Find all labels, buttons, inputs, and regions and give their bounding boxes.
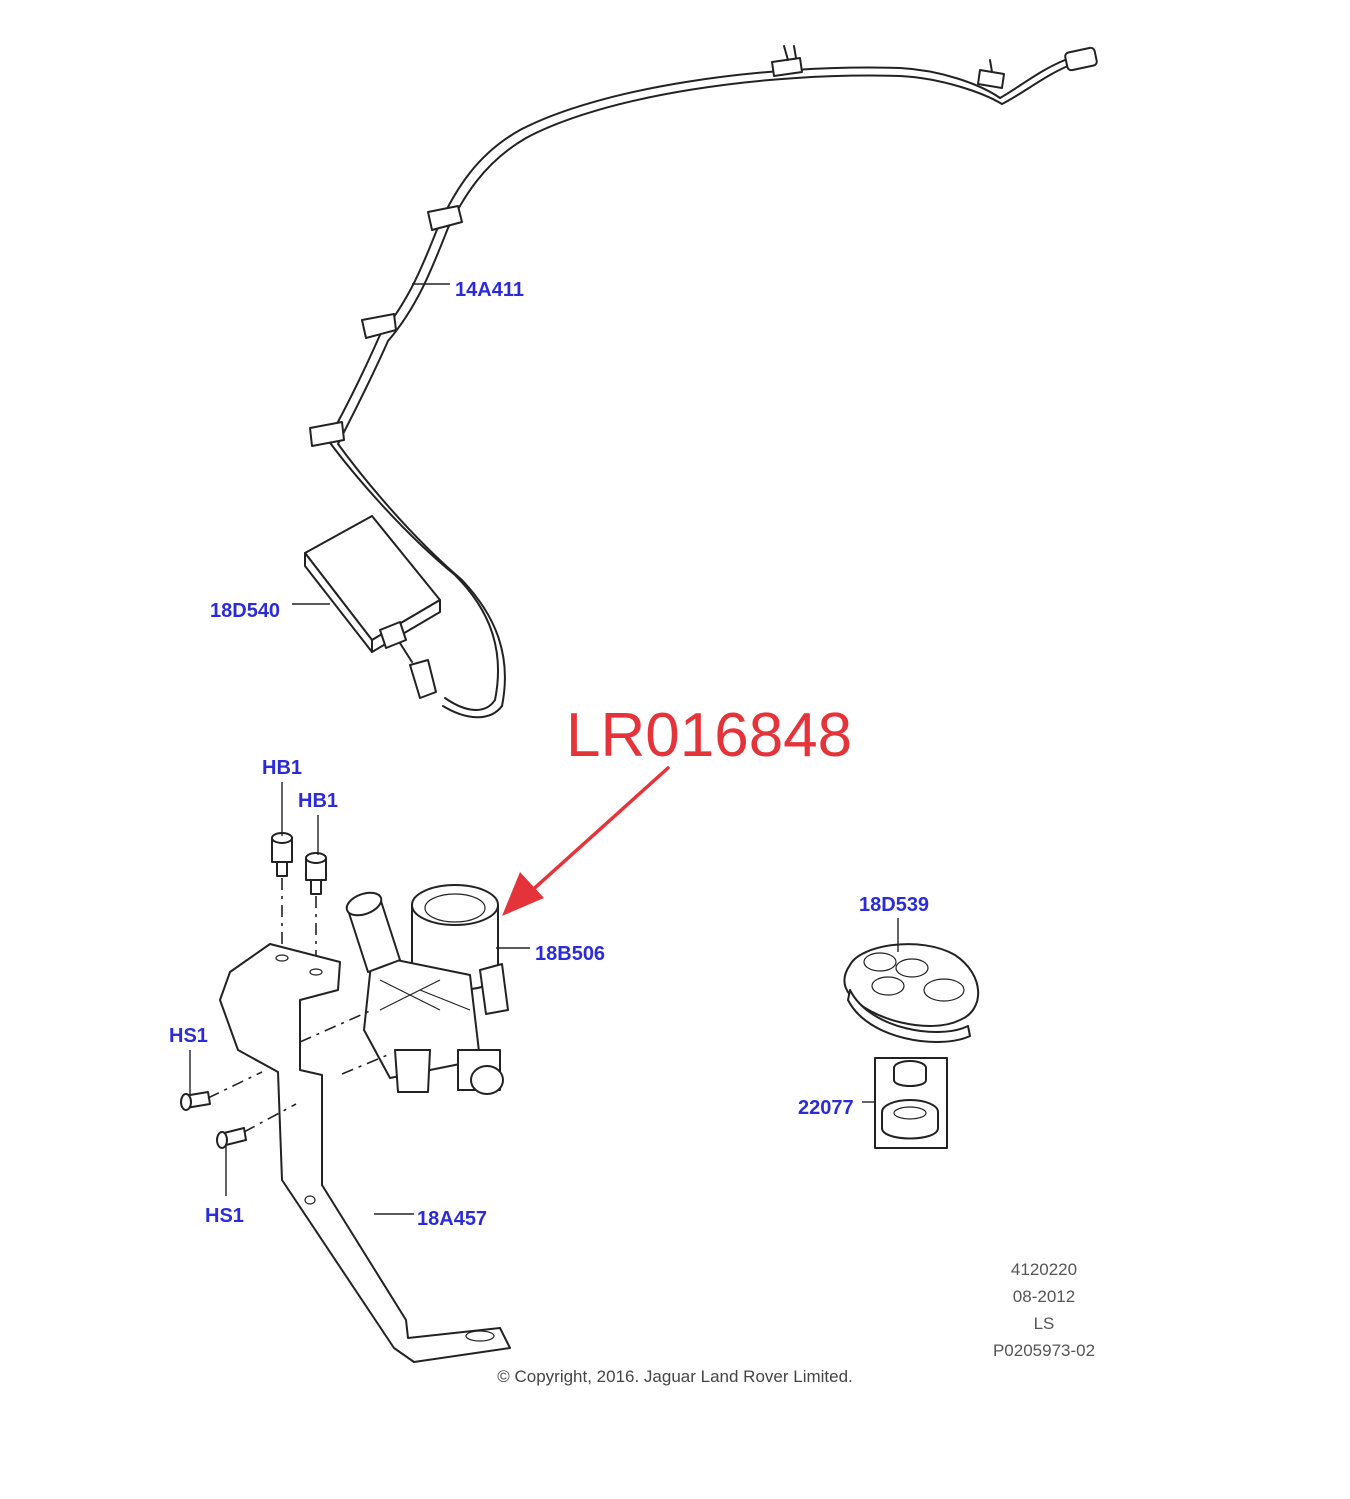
remote-fob bbox=[843, 943, 980, 1043]
label-bolt-1: HB1 bbox=[262, 757, 302, 779]
battery-kit bbox=[874, 1057, 948, 1149]
callout-part-number: LR016848 bbox=[566, 701, 852, 770]
label-screw-1: HS1 bbox=[169, 1025, 208, 1047]
meta-ref: 4120220 bbox=[1011, 1260, 1077, 1279]
label-bolt-2: HB1 bbox=[298, 790, 338, 812]
copyright-notice: © Copyright, 2016. Jaguar Land Rover Lim… bbox=[497, 1367, 853, 1386]
coolant-valve bbox=[299, 884, 509, 1095]
wiring-harness bbox=[309, 45, 1098, 719]
bolts-hb1 bbox=[271, 832, 327, 968]
meta-code: LS bbox=[1034, 1314, 1055, 1333]
leader-lines bbox=[189, 283, 899, 1215]
label-screw-2: HS1 bbox=[205, 1205, 244, 1227]
label-module: 18D540 bbox=[210, 600, 280, 622]
label-bracket: 18A457 bbox=[417, 1208, 487, 1230]
callout-arrow bbox=[502, 766, 670, 916]
screws-hs1 bbox=[180, 1071, 297, 1149]
receiver-module bbox=[304, 515, 441, 653]
label-harness: 14A411 bbox=[455, 279, 524, 301]
label-valve: 18B506 bbox=[535, 943, 605, 965]
label-remote: 18D539 bbox=[859, 894, 929, 916]
label-battery: 22077 bbox=[798, 1097, 854, 1119]
mounting-bracket bbox=[219, 943, 511, 1363]
meta-drawing: P0205973-02 bbox=[993, 1341, 1095, 1360]
meta-date: 08-2012 bbox=[1013, 1287, 1075, 1306]
